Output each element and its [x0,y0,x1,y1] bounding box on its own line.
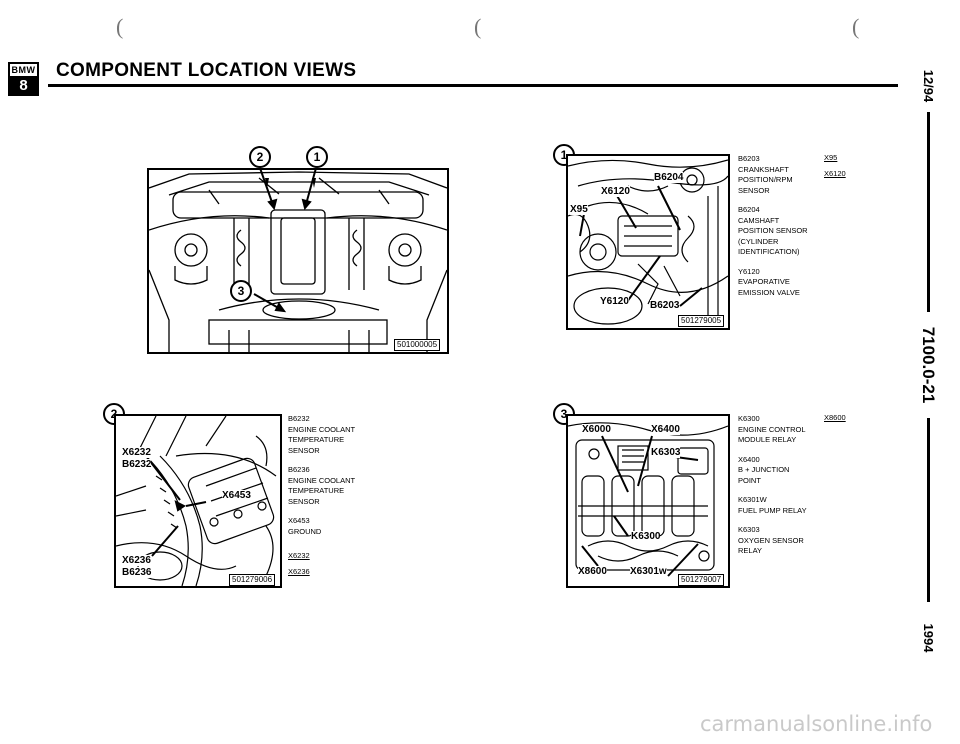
legend-desc-line: ENGINE COOLANT [288,475,356,485]
logo-series: 8 [19,77,28,94]
legend-code: B6204 [738,205,760,214]
legend-desc-line: ENGINE COOLANT [288,424,356,434]
ref-link[interactable]: X6236 [288,567,310,576]
view1-label-x95: X95 [570,204,588,215]
legend-desc-line: MODULE RELAY [738,435,797,444]
overview-engine-bay-figure [147,168,449,354]
legend-item: B6204 CAMSHAFT POSITION SENSOR (CYLINDER… [738,205,818,258]
page-title: COMPONENT LOCATION VIEWS [56,60,357,81]
view3-label-x6400: X6400 [651,424,680,435]
legend-desc-line: CRANKSHAFT [738,164,789,174]
view1-label-b6204: B6204 [654,172,684,183]
overview-callout-2: 2 [249,146,271,168]
view1-legend: B6203 CRANKSHAFT POSITION/RPM SENSOR B62… [738,154,818,307]
scan-mark-left: ( [116,14,124,39]
view2-legend: B6232 ENGINE COOLANT TEMPERATURE SENSOR … [288,414,368,546]
title-rule [48,84,898,87]
legend-item: Y6120 EVAPORATIVE EMISSION VALVE [738,267,818,299]
legend-desc-line: OXYGEN SENSOR [738,535,804,545]
legend-desc-line: SENSOR [288,445,320,455]
ref-link[interactable]: X8600 [824,413,846,422]
overview-callout-3: 3 [230,280,252,302]
legend-item: K6301w FUEL PUMP RELAY [738,495,824,516]
view3-label-x8600: X8600 [578,566,607,577]
legend-desc-line: EVAPORATIVE [738,277,790,286]
view1-image-tag: 501279005 [678,315,725,327]
view1-figure [566,154,730,330]
legend-desc-line: SENSOR [738,185,770,195]
legend-desc-line: SENSOR [288,496,320,506]
view3-image-tag: 501279007 [678,574,725,586]
view3-figure [566,414,730,588]
view3-refs: X8600 [824,410,846,426]
legend-desc-line: POSITION/RPM [738,175,793,184]
view1-drawing [568,159,728,326]
view1-refs: X95 X6120 [824,150,846,182]
scan-mark-center: ( [474,14,482,39]
view2-label-b6232: B6232 [122,459,152,470]
legend-desc-line: FUEL PUMP RELAY [738,505,807,515]
legend-code: K6303 [738,525,760,534]
scan-mark-right: ( [852,14,860,39]
legend-code: X6453 [288,516,310,525]
legend-item: B6236 ENGINE COOLANT TEMPERATURE SENSOR [288,465,368,507]
view1-label-y6120: Y6120 [600,296,629,307]
view3-label-x6000: X6000 [582,424,611,435]
legend-desc-line: TEMPERATURE [288,486,345,495]
legend-item: X6453 GROUND [288,516,368,537]
legend-code: X6400 [738,454,760,464]
bmw-8-logo-icon: BMW 8 [8,62,39,96]
legend-desc-line: (CYLINDER [738,236,779,246]
legend-item: X6400 B + JUNCTION POINT [738,455,824,487]
legend-code: B6203 [738,154,760,163]
view1-label-b6203: B6203 [650,300,680,311]
legend-desc-line: B + JUNCTION [738,465,790,474]
view2-label-x6236: X6236 [122,555,151,566]
view2-image-tag: 501279006 [229,574,276,586]
view1-label-x6120: X6120 [601,186,630,197]
view3-label-x6301w: X6301w [630,566,667,577]
overview-callout-1: 1 [306,146,328,168]
overview-image-tag: 501000005 [394,339,441,351]
view2-label-b6236: B6236 [122,567,152,578]
legend-desc-line: TEMPERATURE [288,435,345,444]
legend-desc-line: IDENTIFICATION) [738,247,800,256]
legend-item: B6203 CRANKSHAFT POSITION/RPM SENSOR [738,154,818,196]
legend-code: Y6120 [738,266,760,276]
watermark: carmanualsonline.info [700,712,933,736]
legend-item: B6232 ENGINE COOLANT TEMPERATURE SENSOR [288,414,368,456]
legend-desc-line: ENGINE CONTROL [738,424,806,434]
view2-label-x6453: X6453 [222,490,251,501]
legend-item: K6300 ENGINE CONTROL MODULE RELAY [738,414,824,446]
legend-item: K6303 OXYGEN SENSOR RELAY [738,525,824,557]
ref-link[interactable]: X6120 [824,169,846,178]
view2-drawing [116,416,277,586]
legend-desc-line: EMISSION VALVE [738,287,800,297]
ref-link[interactable]: X6232 [288,551,310,560]
view3-label-k6303: K6303 [651,447,681,458]
view3-legend: K6300 ENGINE CONTROL MODULE RELAY X6400 … [738,414,824,566]
view3-label-k6300: K6300 [631,531,661,542]
side-rule-1 [927,112,930,312]
legend-desc-line: RELAY [738,546,763,555]
legend-desc-line: POSITION SENSOR [738,226,808,235]
legend-desc-line: GROUND [288,526,322,536]
legend-code: K6300 [738,414,760,423]
legend-code: K6301w [738,495,767,504]
legend-code: B6232 [288,414,310,423]
ref-link[interactable]: X95 [824,153,838,162]
legend-desc-line: CAMSHAFT [738,215,780,225]
view2-refs: X6232 X6236 [288,548,310,580]
view3-drawing [568,422,728,577]
view2-label-x6232: X6232 [122,447,151,458]
side-rule-2 [927,418,930,602]
legend-code: B6236 [288,465,310,474]
legend-desc-line: POINT [738,475,761,485]
logo-brand: BMW [10,64,37,76]
